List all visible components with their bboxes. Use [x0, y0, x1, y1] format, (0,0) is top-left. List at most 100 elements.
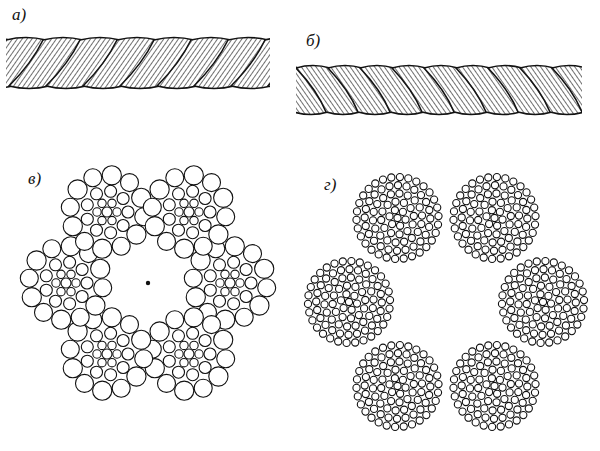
- wire: [108, 341, 116, 349]
- wire: [420, 183, 427, 190]
- wire: [408, 402, 415, 409]
- wire: [523, 206, 530, 213]
- wire: [547, 300, 554, 307]
- wire: [385, 246, 392, 253]
- wire: [432, 229, 439, 236]
- wire: [550, 276, 557, 283]
- wire: [322, 321, 329, 328]
- wire: [498, 406, 505, 413]
- wire: [472, 419, 479, 426]
- wire: [392, 255, 399, 262]
- wire: [372, 348, 379, 355]
- wire: [416, 204, 423, 211]
- wire: [556, 270, 563, 277]
- wire: [244, 245, 262, 263]
- wire: [354, 225, 361, 232]
- wire: [150, 180, 169, 199]
- wire: [508, 365, 515, 372]
- wire: [476, 176, 483, 183]
- wire: [346, 266, 353, 273]
- wire: [86, 296, 105, 315]
- wire: [562, 333, 569, 340]
- wire: [427, 383, 434, 390]
- wire: [323, 309, 330, 316]
- wire: [337, 297, 344, 304]
- wire: [531, 267, 538, 274]
- wire: [117, 220, 129, 232]
- wire: [499, 414, 506, 421]
- figure-letter: б): [304, 32, 322, 51]
- wire: [385, 288, 392, 295]
- wire: [356, 276, 363, 283]
- wire: [337, 267, 344, 274]
- wire: [203, 316, 221, 334]
- wire: [348, 306, 355, 313]
- wire: [369, 385, 376, 392]
- wire: [368, 322, 375, 329]
- wire: [365, 185, 372, 192]
- wire: [355, 312, 362, 319]
- wire: [507, 243, 514, 250]
- wire: [383, 254, 390, 261]
- wire: [462, 230, 469, 237]
- wire: [117, 193, 129, 205]
- wire: [121, 316, 139, 334]
- wire: [571, 307, 578, 314]
- wire: [485, 398, 492, 405]
- wire: [524, 292, 531, 299]
- wire: [422, 231, 429, 238]
- wire: [187, 327, 199, 339]
- wire: [375, 251, 382, 258]
- wire: [557, 281, 564, 288]
- wire: [578, 313, 585, 320]
- wire: [434, 221, 441, 228]
- wire: [505, 402, 512, 409]
- wire: [394, 350, 401, 357]
- wire: [489, 198, 496, 205]
- wire: [231, 288, 239, 296]
- wire: [84, 169, 102, 187]
- wire: [489, 423, 496, 430]
- wire: [426, 189, 433, 196]
- wire: [523, 189, 530, 196]
- wire: [416, 417, 423, 424]
- wire: [363, 281, 370, 288]
- wire: [501, 360, 508, 367]
- wire: [27, 251, 46, 270]
- wire: [370, 376, 377, 383]
- wire: [416, 372, 423, 379]
- wire: [388, 230, 395, 237]
- wire: [410, 212, 417, 219]
- wire: [418, 389, 425, 396]
- rope-side-view: [6, 38, 270, 89]
- wire: [523, 270, 530, 277]
- wire: [353, 330, 360, 337]
- wire: [321, 301, 328, 308]
- wire: [369, 276, 376, 283]
- wire: [404, 360, 411, 367]
- wire: [392, 407, 399, 414]
- wire: [393, 247, 400, 254]
- wire: [204, 206, 216, 218]
- wire: [372, 393, 379, 400]
- wire: [57, 288, 65, 296]
- wire: [339, 275, 346, 282]
- wire: [361, 382, 368, 389]
- wire: [524, 215, 531, 222]
- wire: [380, 194, 387, 201]
- wire: [368, 414, 375, 421]
- wire: [483, 381, 490, 388]
- wire: [542, 258, 549, 265]
- wire: [431, 364, 438, 371]
- wire: [529, 338, 536, 345]
- wire: [517, 183, 524, 190]
- wire: [458, 214, 465, 221]
- wire: [81, 213, 93, 225]
- wire: [190, 216, 198, 224]
- wire: [396, 342, 403, 349]
- wire: [209, 225, 228, 244]
- wire: [105, 327, 117, 339]
- wire: [435, 381, 442, 388]
- wire: [418, 212, 425, 219]
- wire: [362, 296, 369, 303]
